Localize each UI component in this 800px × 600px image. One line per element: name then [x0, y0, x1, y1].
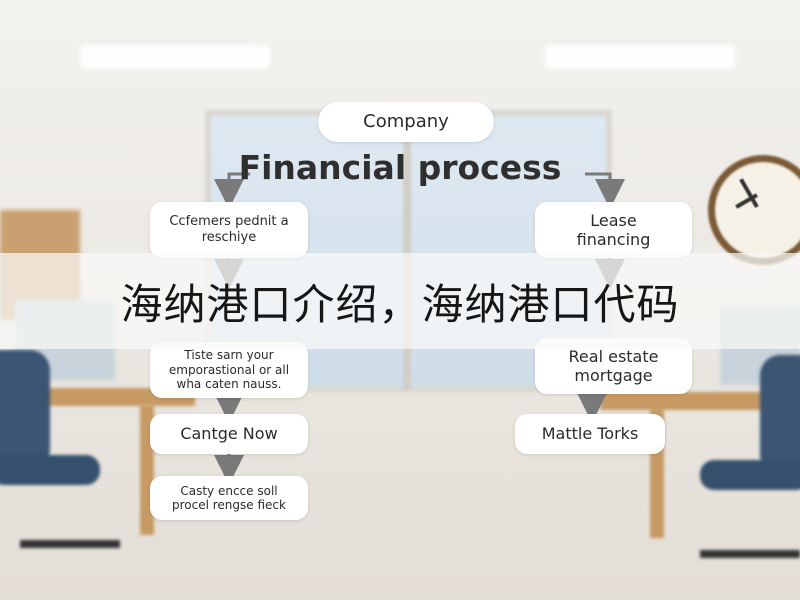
left-node-4-label: Casty encce soll procel rengse fieck [172, 483, 286, 512]
left-node-3: Cantge Now [150, 414, 308, 454]
right-node-1: Lease financing [535, 202, 692, 258]
left-node-4: Casty encce soll procel rengse fieck [150, 476, 308, 520]
office-chair-seat [0, 455, 100, 485]
desk [600, 392, 800, 410]
left-node-3-label: Cantge Now [180, 424, 278, 444]
office-chair-base [700, 510, 800, 558]
right-node-1-label: Lease financing [576, 210, 651, 249]
caption-text: 海纳港口介绍，海纳港口代码 [120, 279, 680, 329]
ceiling-light [545, 45, 735, 69]
left-node-1: Ccfemers pednit a reschiye [150, 202, 308, 258]
arrow-title-left [214, 172, 250, 209]
diagram-title: Financial process [238, 148, 562, 187]
right-node-2-label: Real estate mortgage [568, 346, 659, 385]
office-chair-seat [700, 460, 800, 490]
ceiling-light [80, 45, 270, 69]
office-chair [760, 355, 800, 475]
window-mullion [403, 110, 411, 390]
left-node-2-label: Tiste sarn your emporastional or all wha… [168, 348, 290, 392]
office-chair-base [20, 500, 120, 548]
company-node-label: Company [363, 111, 449, 133]
left-node-2: Tiste sarn your emporastional or all wha… [150, 342, 308, 398]
right-node-3: Mattle Torks [515, 414, 665, 454]
office-chair [0, 350, 50, 470]
right-node-3-label: Mattle Torks [541, 424, 639, 444]
company-node: Company [318, 102, 494, 142]
arrow-title-right [585, 172, 625, 209]
left-node-1-label: Ccfemers pednit a reschiye [169, 214, 289, 245]
caption-banner [0, 253, 800, 349]
